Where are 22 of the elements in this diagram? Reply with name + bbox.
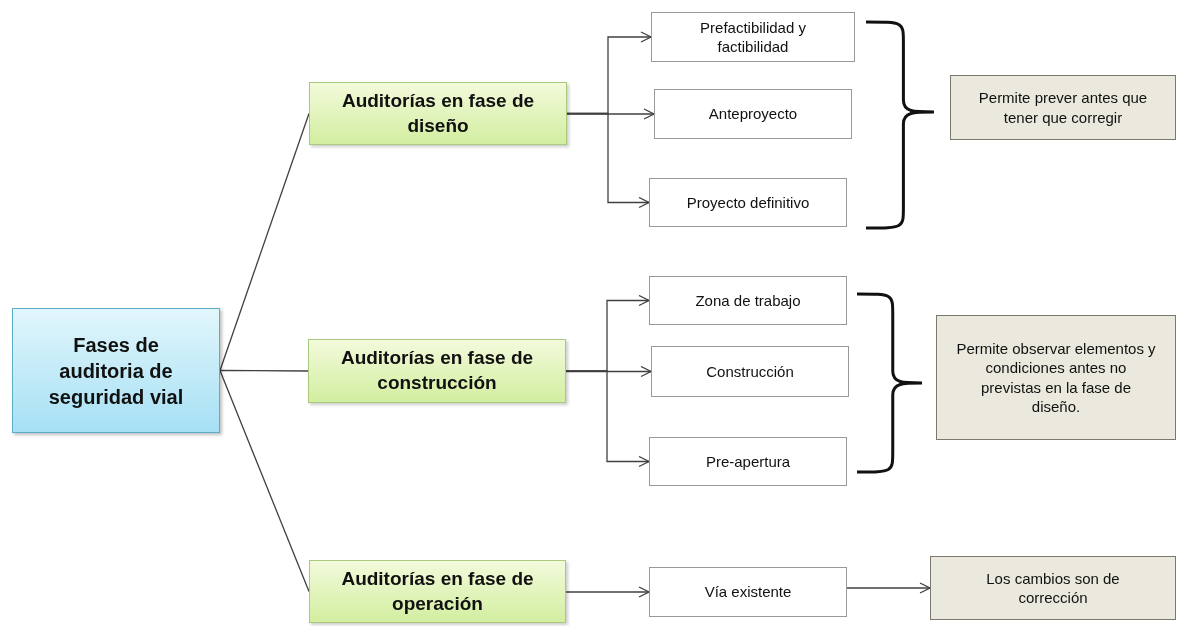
step-box: Proyecto definitivo: [649, 178, 847, 227]
step-box: Pre-apertura: [649, 437, 847, 486]
arrow: [566, 108, 655, 120]
step-box: Zona de trabajo: [649, 276, 847, 325]
arrow: [566, 112, 650, 209]
phase-box: Auditorías en fase de construcción: [308, 339, 566, 403]
step-box: Construcción: [651, 346, 849, 397]
topic-box: Fases de auditoria de seguridad vial: [12, 308, 220, 433]
note-box: Los cambios son de corrección: [930, 556, 1176, 620]
connector-line: [219, 112, 310, 372]
phase-box: Auditorías en fase de operación: [309, 560, 566, 623]
arrow: [565, 370, 650, 468]
arrow: [846, 582, 931, 594]
connector-line: [219, 369, 309, 372]
note-box: Permite observar elementos y condiciones antes no previstas en la fase de diseño.: [936, 315, 1176, 440]
note-box: Permite prever antes que tener que corregir: [950, 75, 1176, 140]
step-box: Vía existente: [649, 567, 847, 617]
phase-box: Auditorías en fase de diseño: [309, 82, 567, 145]
step-box: Prefactibilidad y factibilidad: [651, 12, 855, 62]
step-box: Anteproyecto: [654, 89, 852, 139]
arrow: [565, 586, 650, 598]
connector-line: [219, 369, 310, 593]
